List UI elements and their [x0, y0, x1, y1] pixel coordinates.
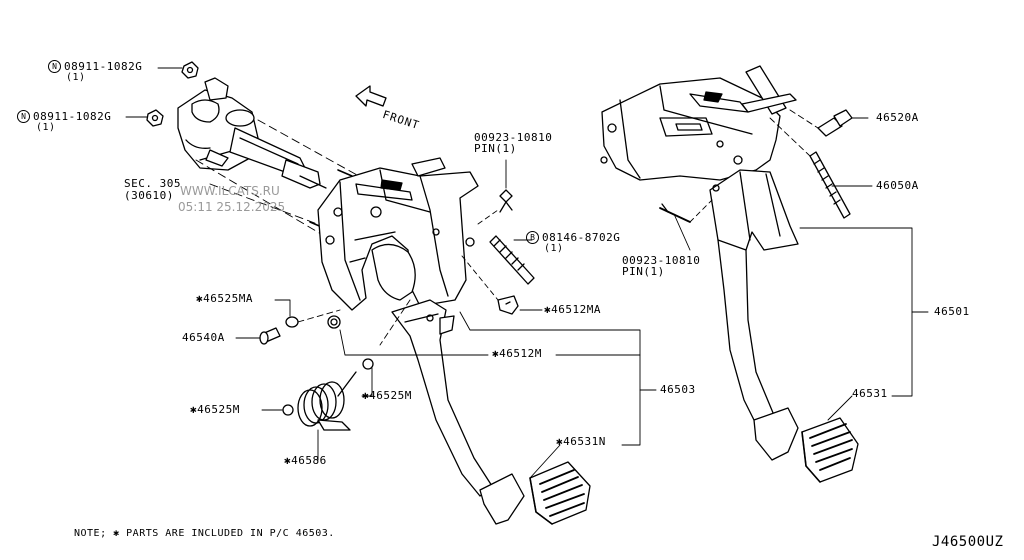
label-pin-left: 00923-10810 — [474, 131, 553, 144]
bolt-46540A — [259, 327, 281, 345]
label-46512MA: ✱46512MA — [544, 303, 601, 316]
label-46520A: 46520A — [876, 111, 919, 124]
label-46540A: 46540A — [182, 331, 225, 344]
clip-46512M — [327, 315, 341, 329]
bushing-46525MA — [285, 316, 299, 328]
circle-b-icon: B — [526, 231, 539, 244]
bushing-46525M-right — [362, 358, 374, 370]
label-08146-qty: (1) — [544, 243, 564, 254]
bolt-08146 — [489, 235, 535, 285]
label-sec-305: SEC. 305 — [124, 177, 181, 190]
label-08911-lower: 08911-1082G — [33, 110, 112, 123]
label-pin-right: 00923-10810 — [622, 254, 701, 267]
label-08911-lower-qty: (1) — [36, 122, 56, 133]
label-46050A: 46050A — [876, 179, 919, 192]
watermark-site: WWW.ILCATS.RU — [180, 184, 280, 198]
diagram-code: J46500UZ — [932, 534, 1004, 550]
assist-spring-46586 — [297, 371, 357, 431]
nut-upper — [181, 61, 199, 79]
bushing-46525M-left — [282, 404, 294, 416]
label-pin-right-qty: PIN(1) — [622, 265, 665, 278]
label-46512M: ✱46512M — [492, 347, 542, 360]
label-46503: 46503 — [660, 383, 696, 396]
brake-pedal-pad — [801, 417, 859, 483]
clutch-master-cylinder — [177, 77, 327, 189]
label-46525M-left: ✱46525M — [190, 403, 240, 416]
label-46501: 46501 — [934, 305, 970, 318]
bolt-46520A — [817, 109, 853, 137]
clip-46512MA — [497, 295, 519, 315]
label-pin-left-qty: PIN(1) — [474, 142, 517, 155]
circle-n-icon-upper: N — [48, 60, 61, 73]
label-08146: 08146-8702G — [542, 231, 621, 244]
label-46531: 46531 — [852, 387, 888, 400]
clutch-pedal-bracket — [317, 157, 479, 311]
clutch-pedal-pad — [529, 461, 591, 525]
footnote: NOTE; ✱ PARTS ARE INCLUDED IN P/C 46503. — [74, 528, 335, 539]
label-46586: ✱46586 — [284, 454, 327, 467]
circle-n-icon-lower: N — [17, 110, 30, 123]
label-sec-30610: (30610) — [124, 189, 174, 202]
label-08911-upper: 08911-1082G — [64, 60, 143, 73]
brake-pedal-bracket — [600, 65, 797, 181]
label-46525M-right: ✱46525M — [362, 389, 412, 402]
nut-lower — [146, 109, 164, 127]
pin-right — [659, 203, 691, 223]
brake-pedal-arm — [709, 169, 799, 461]
clutch-pedal-arm — [391, 299, 525, 525]
label-46531N: ✱46531N — [556, 435, 606, 448]
front-arrow-icon — [355, 85, 387, 107]
label-46525MA: ✱46525MA — [196, 292, 253, 305]
pin-left — [499, 189, 513, 213]
stud-46050A — [809, 151, 851, 219]
label-08911-upper-qty: (1) — [66, 72, 86, 83]
watermark-timestamp: 05:11 25.12.2025 — [178, 200, 286, 214]
